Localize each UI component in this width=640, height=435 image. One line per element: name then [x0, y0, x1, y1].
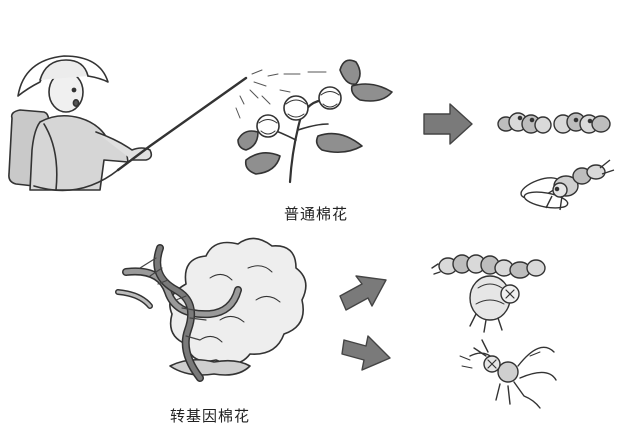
- ordinary-cotton-plant: [237, 59, 393, 184]
- cotton-boll: [318, 86, 342, 110]
- pest-dead-group: [431, 254, 557, 409]
- pest-caterpillar-group: [497, 112, 615, 211]
- caterpillar-dead: [431, 254, 546, 279]
- spray-wand: [116, 76, 248, 172]
- arrow-right-icon: [423, 103, 473, 145]
- spray-mist: [235, 69, 327, 119]
- dna-base-pairs: [139, 257, 207, 341]
- farmer-arm: [95, 131, 153, 161]
- backpack-strap: [43, 123, 58, 191]
- cotton-calyx: [169, 358, 251, 376]
- cotton-leaf: [339, 59, 361, 86]
- label-transgenic-cotton: 转基因棉花: [170, 407, 251, 425]
- transgenic-cotton-illustration: [115, 237, 307, 382]
- label-ordinary-cotton: 普通棉花: [284, 205, 349, 223]
- caterpillar-healthy: [553, 112, 611, 134]
- insect-healthy-flying: [520, 159, 615, 211]
- arrow-lower-right-icon: [341, 335, 391, 371]
- cotton-boll: [256, 114, 280, 138]
- arrow-upper-right-icon: [339, 275, 387, 311]
- cotton-leaf: [244, 152, 281, 175]
- dna-double-helix: [115, 244, 242, 382]
- spray-hose: [33, 169, 119, 192]
- cotton-leaf: [315, 132, 363, 154]
- farmer-spraying-illustration: [8, 55, 327, 192]
- cotton-boll: [283, 95, 309, 121]
- cotton-leaf: [237, 130, 259, 151]
- cotton-leaf: [350, 83, 393, 102]
- farmer-body: [29, 114, 129, 191]
- insect-dead-flying: [459, 339, 557, 409]
- cotton-branch: [297, 123, 329, 131]
- insect-dead: [469, 275, 520, 333]
- farmer-hat-crown: [39, 59, 89, 81]
- farmer-mouth: [72, 99, 80, 108]
- caterpillar-healthy: [497, 112, 552, 134]
- farmer-eye: [71, 87, 77, 93]
